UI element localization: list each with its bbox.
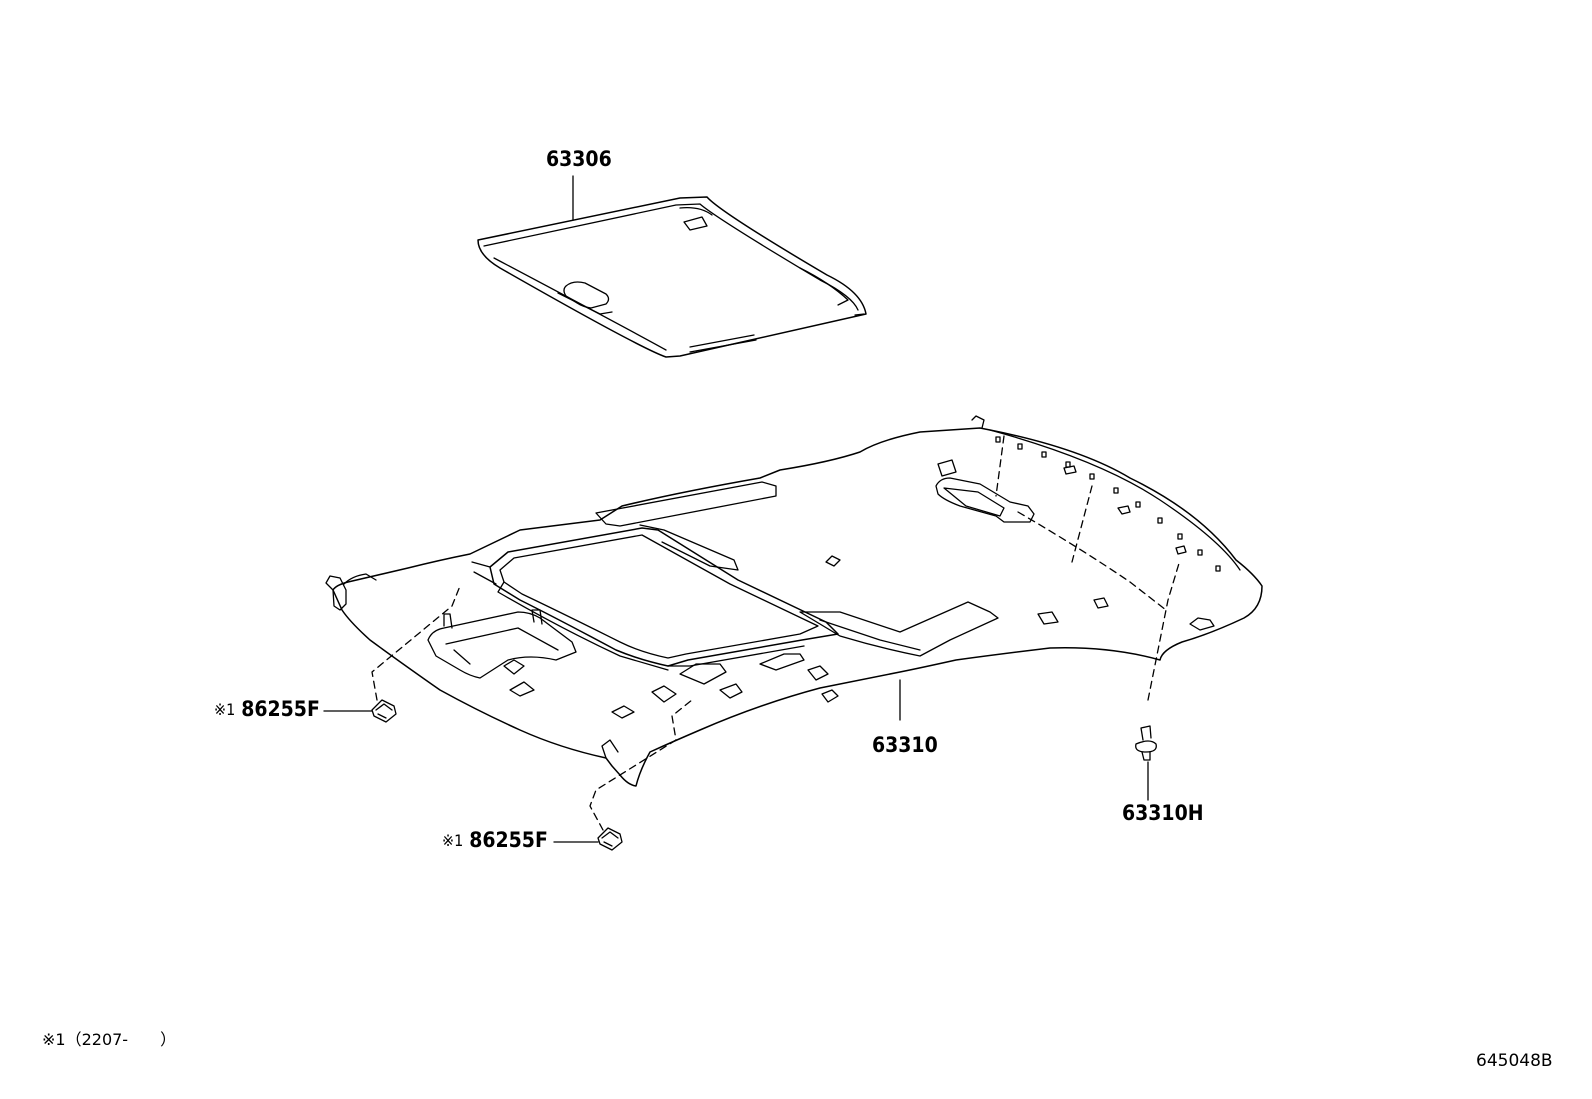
headliner-drawing — [325, 415, 1263, 787]
callout-63310h[interactable]: 63310H — [1122, 803, 1204, 824]
callout-86255f-left[interactable]: ※1 86255F — [214, 699, 320, 720]
part-number-63310h: 63310H — [1122, 801, 1204, 825]
part-number-86255f: 86255F — [469, 828, 548, 852]
sunshade-drawing — [477, 196, 867, 358]
footnote-date-range: ※1（2207- ） — [42, 1030, 177, 1049]
callout-63310[interactable]: 63310 — [872, 735, 938, 756]
footnote-mark: ※1 — [214, 700, 236, 719]
callout-63306[interactable]: 63306 — [546, 149, 612, 170]
visor-holder-left-drawing — [371, 699, 397, 723]
figure-id: 645048B — [1476, 1051, 1553, 1071]
part-number-86255f: 86255F — [241, 697, 320, 721]
footnote-mark: ※1 — [442, 831, 464, 850]
visor-holder-right-drawing — [597, 827, 623, 851]
part-number-63310: 63310 — [872, 733, 938, 757]
callout-86255f-right[interactable]: ※1 86255F — [442, 830, 548, 851]
assembly-dashed-lines — [371, 435, 1181, 831]
clip-63310h-drawing — [1135, 725, 1157, 761]
part-number-63306: 63306 — [546, 147, 612, 171]
